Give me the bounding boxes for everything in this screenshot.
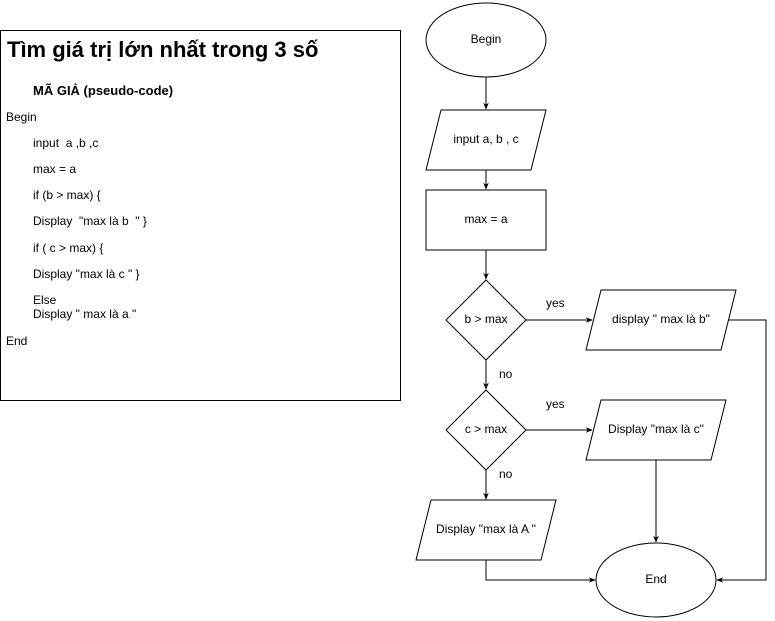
- code-line-begin: Begin: [6, 110, 37, 124]
- code-line-end: End: [6, 334, 28, 348]
- output-c-label: Display "max là c": [608, 422, 704, 436]
- pseudo-title: Tìm giá trị lớn nhất trong 3 số: [7, 37, 319, 62]
- code-line-assign: max = a: [33, 162, 77, 176]
- code-line-if-c: if ( c > max) {: [33, 241, 104, 255]
- arrow-output-b-to-end: [716, 319, 767, 583]
- end-label: End: [645, 572, 666, 586]
- output-c-parallelogram: [585, 399, 727, 461]
- begin-label: Begin: [471, 32, 502, 46]
- output-b-label: display " max là b": [612, 312, 710, 326]
- code-line-else: Else: [33, 293, 57, 307]
- no-label-1: no: [499, 367, 513, 381]
- no-label-2: no: [499, 467, 513, 481]
- assign-label: max = a: [464, 212, 507, 226]
- input-label: input a, b , c: [453, 132, 518, 146]
- output-a-parallelogram: [415, 499, 557, 561]
- arrow-output-a-to-end: [485, 560, 596, 583]
- yes-label-2: yes: [546, 397, 565, 411]
- code-line-input: input a ,b ,c: [33, 136, 99, 150]
- pseudo-subtitle: MÃ GIẢ (pseudo-code): [33, 83, 174, 98]
- assign-process: [425, 189, 547, 251]
- code-line-display-c: Display "max là c " }: [33, 267, 140, 281]
- code-line-display-a: Display " max là a ": [33, 307, 137, 321]
- decision-b-label: b > max: [464, 312, 507, 326]
- decision-c-label: c > max: [465, 422, 507, 436]
- end-terminator: [595, 542, 717, 618]
- yes-label-1: yes: [546, 296, 565, 310]
- pseudo-code-panel: Tìm giá trị lớn nhất trong 3 số MÃ GIẢ (…: [0, 30, 401, 401]
- output-a-label: Display "max là A ": [436, 522, 536, 536]
- code-line-if-b: if (b > max) {: [33, 188, 101, 202]
- code-line-display-b: Display "max là b " }: [33, 214, 147, 228]
- output-b-parallelogram: [585, 289, 737, 351]
- input-parallelogram: [425, 109, 547, 171]
